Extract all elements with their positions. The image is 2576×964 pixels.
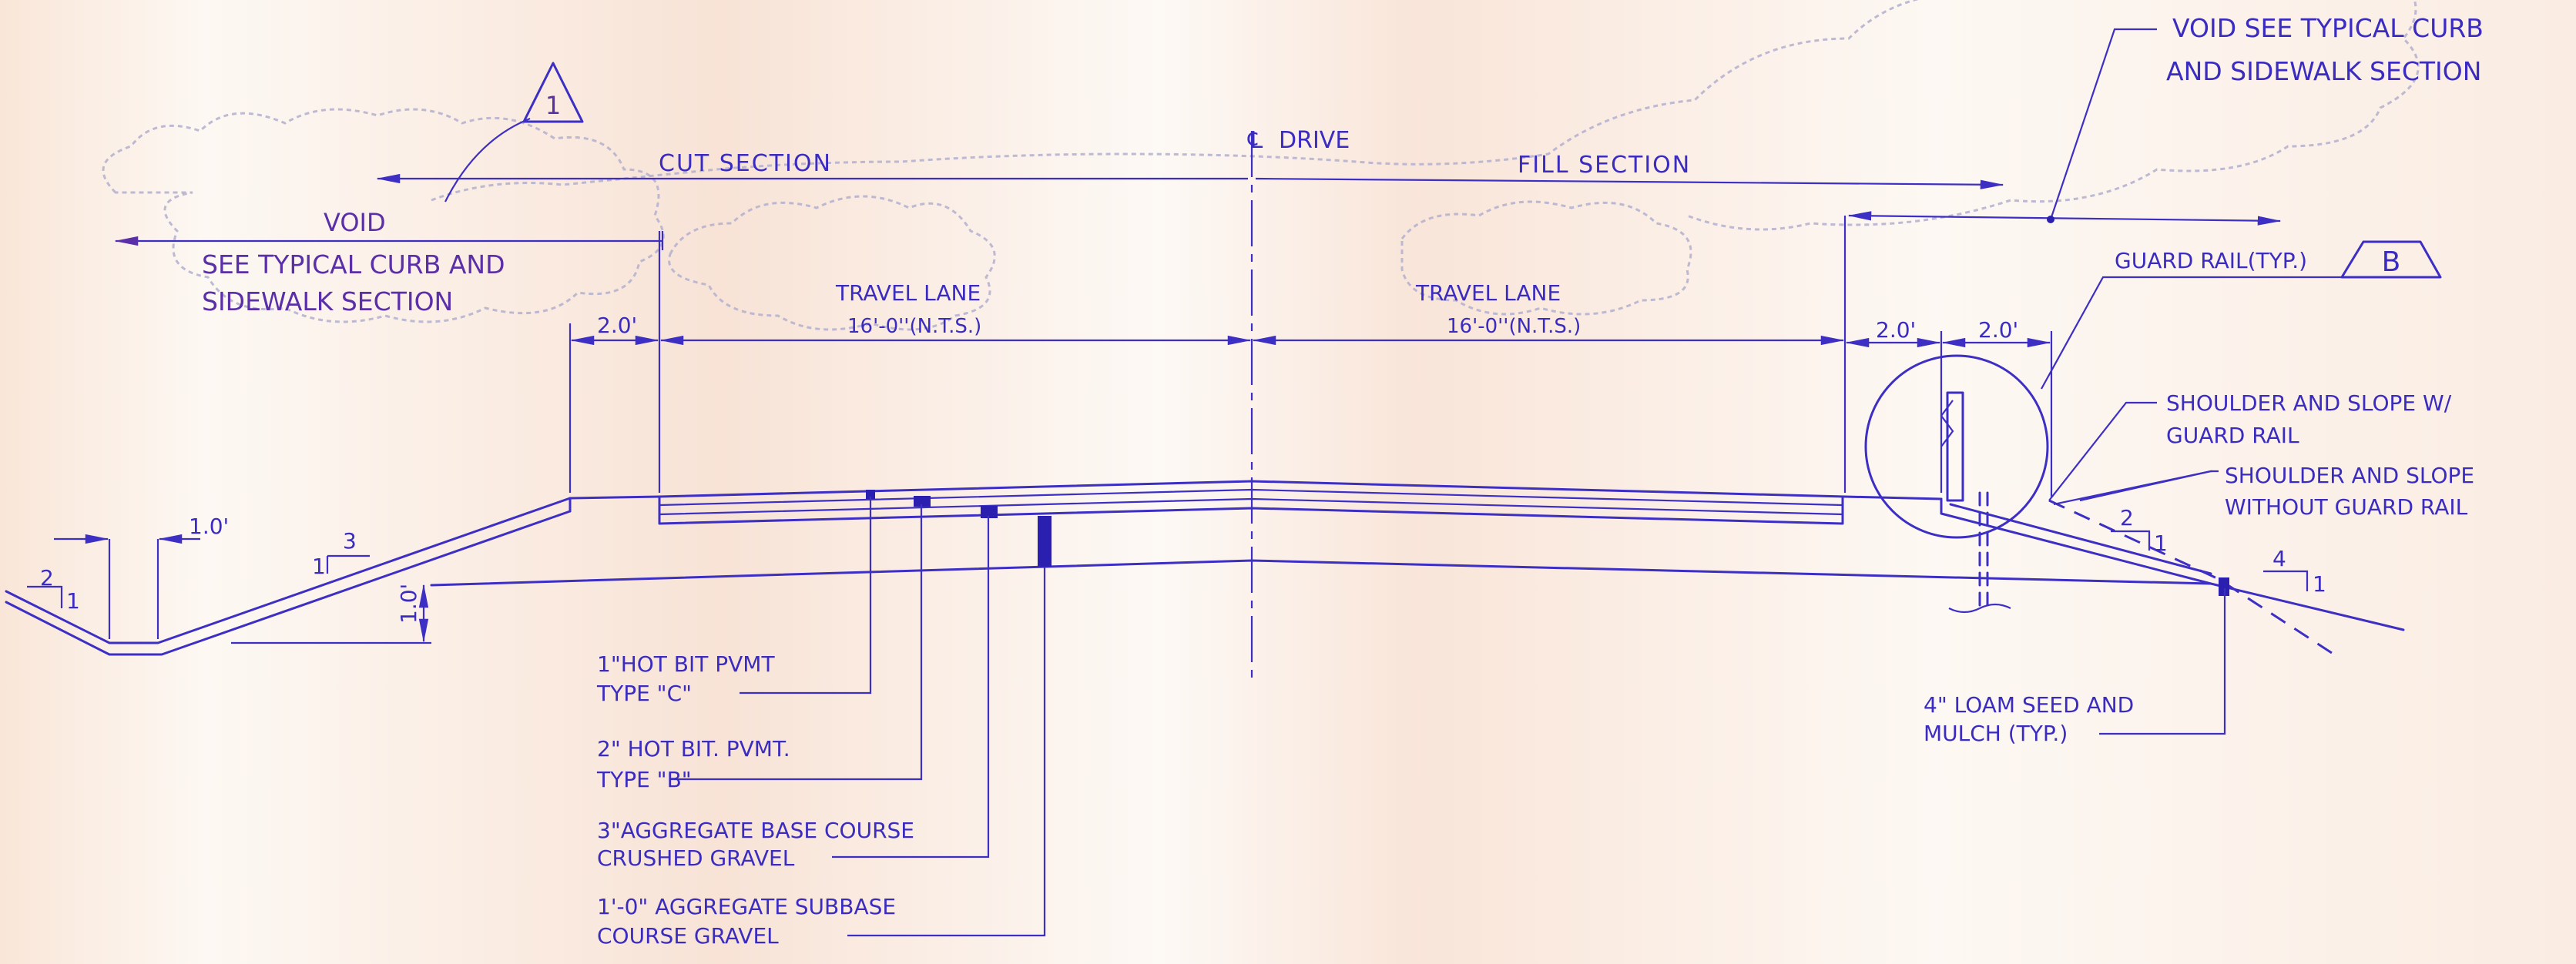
slope-left-outer-run: 2 bbox=[40, 565, 54, 591]
dim-ditch-depth: 1.0' bbox=[396, 584, 421, 624]
travel-lane-left-dim: 16'-0''(N.T.S.) bbox=[847, 315, 981, 338]
layer-1-line1: 1"HOT BIT PVMT bbox=[597, 651, 775, 677]
travel-lane-left-label: TRAVEL LANE bbox=[835, 280, 981, 306]
detail-tag: B bbox=[2382, 246, 2401, 278]
layer-callouts bbox=[670, 497, 1046, 937]
layer-1-line2: TYPE "C" bbox=[596, 681, 692, 706]
slope-left-outer-rise: 1 bbox=[66, 588, 80, 614]
layer-3-line2: CRUSHED GRAVEL bbox=[597, 845, 795, 871]
dimension-lines bbox=[54, 173, 2282, 644]
slope-left-inner-run: 3 bbox=[343, 528, 357, 554]
fill-section-label: FILL SECTION bbox=[1518, 152, 1691, 179]
slope-right-outer-run: 4 bbox=[2272, 546, 2286, 571]
without-rail-line1: SHOULDER AND SLOPE bbox=[2225, 463, 2474, 488]
with-rail-line1: SHOULDER AND SLOPE W/ bbox=[2166, 390, 2452, 416]
slope-right-guard-rise: 1 bbox=[2154, 531, 2168, 556]
detail-tag-box bbox=[2340, 240, 2442, 279]
dim-ditch-bottom: 1.0' bbox=[189, 514, 229, 539]
dim-shoulder-right-2: 2.0' bbox=[1978, 317, 2018, 343]
travel-lane-right-dim: 16'-0''(N.T.S.) bbox=[1447, 315, 1581, 338]
centerline-symbol: ℄ bbox=[1247, 127, 1263, 154]
centerline-label: DRIVE bbox=[1279, 127, 1350, 154]
loam-line2: MULCH (TYP.) bbox=[1924, 721, 2068, 746]
void-left-line1: SEE TYPICAL CURB AND bbox=[202, 249, 505, 279]
cut-section-label: CUT SECTION bbox=[659, 150, 832, 177]
layer-2-line1: 2" HOT BIT. PVMT. bbox=[597, 736, 790, 761]
loam-line1: 4" LOAM SEED AND bbox=[1924, 692, 2134, 718]
revision-cloud bbox=[102, 0, 2420, 331]
slope-symbols bbox=[27, 530, 2309, 608]
layer-2-line2: TYPE "B" bbox=[596, 767, 692, 792]
void-right-leader bbox=[2049, 28, 2157, 220]
void-left-line2: SIDEWALK SECTION bbox=[202, 286, 453, 316]
void-right-line2: AND SIDEWALK SECTION bbox=[2166, 56, 2481, 86]
with-rail-leader bbox=[2048, 401, 2157, 501]
slope-right-outer-rise: 1 bbox=[2313, 571, 2326, 597]
layer-3-line1: 3"AGGREGATE BASE COURSE bbox=[597, 818, 914, 843]
with-rail-line2: GUARD RAIL bbox=[2166, 423, 2299, 448]
revision-triangle bbox=[444, 62, 584, 203]
section-geometry bbox=[5, 480, 2405, 656]
void-left-title: VOID bbox=[324, 208, 386, 237]
travel-lane-right-label: TRAVEL LANE bbox=[1415, 280, 1561, 306]
loam-leader bbox=[2099, 588, 2226, 735]
dim-shoulder-right-1: 2.0' bbox=[1876, 317, 1916, 343]
guard-rail-leader bbox=[2041, 276, 2342, 390]
revision-mark: 1 bbox=[545, 91, 561, 120]
slope-left-inner-rise: 1 bbox=[312, 554, 326, 579]
guard-rail-detail bbox=[1864, 354, 2049, 614]
layer-4-line2: COURSE GRAVEL bbox=[597, 923, 779, 949]
without-rail-line2: WITHOUT GUARD RAIL bbox=[2225, 494, 2468, 520]
guard-rail-label: GUARD RAIL(TYP.) bbox=[2115, 248, 2307, 273]
slope-right-guard-run: 2 bbox=[2120, 505, 2134, 531]
dim-shoulder-left: 2.0' bbox=[597, 313, 637, 338]
void-right-line1: VOID SEE TYPICAL CURB bbox=[2172, 13, 2484, 43]
layer-4-line1: 1'-0" AGGREGATE SUBBASE bbox=[597, 894, 896, 919]
